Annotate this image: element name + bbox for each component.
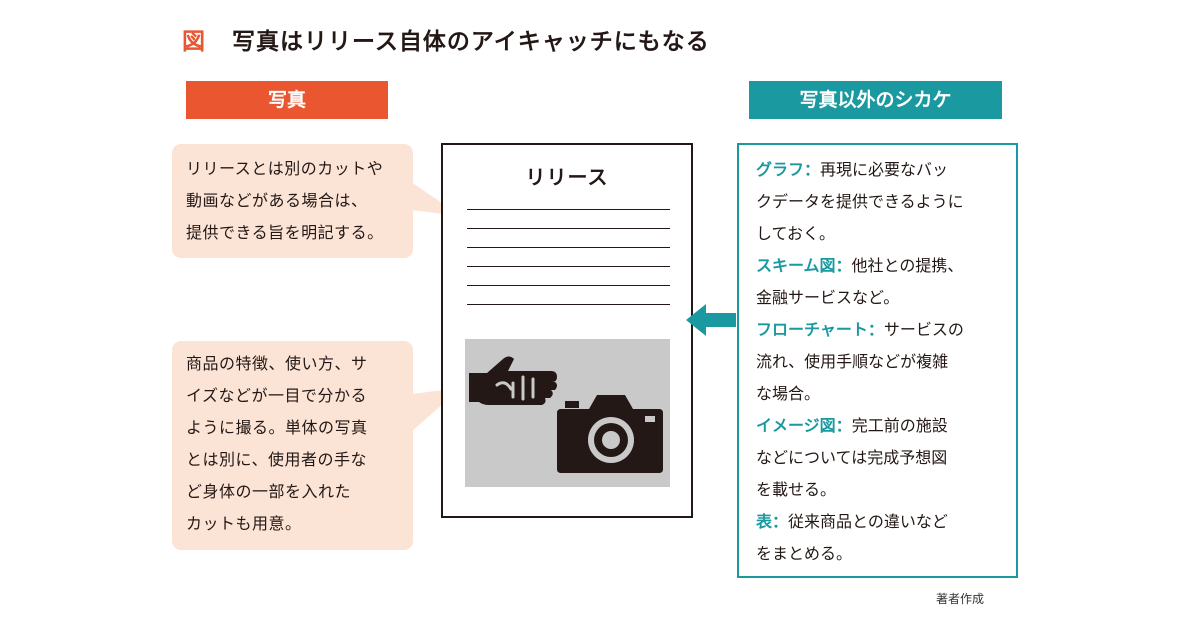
callout-top-line: 提供できる旨を明記する。	[186, 223, 384, 242]
document-text-line	[467, 209, 670, 210]
info-line: グラフ：再現に必要なバッ	[756, 154, 1016, 186]
figure-title-text: 写真はリリース自体のアイキャッチにもなる	[232, 29, 710, 55]
document-text-line	[467, 247, 670, 248]
info-term: フローチャート：	[756, 320, 884, 339]
info-term: グラフ：	[756, 160, 821, 179]
callout-bottom-line: ど身体の一部を入れた	[186, 482, 352, 501]
info-term: 表：	[756, 512, 789, 531]
callout-bottom-line: とは別に、使用者の手な	[186, 450, 368, 469]
info-text: 流れ、使用手順などが複雑	[756, 352, 949, 371]
info-text: しておく。	[756, 224, 836, 243]
header-photo: 写真	[186, 81, 388, 119]
non-photo-list: グラフ：再現に必要なバッ クデータを提供できるように しておく。 スキーム図：他…	[737, 143, 1018, 578]
callout-top-line: 動画などがある場合は、	[186, 191, 368, 210]
arrow-left-icon	[686, 304, 736, 336]
callout-bottom-line: 商品の特徴、使い方、サ	[186, 354, 368, 373]
info-text: 再現に必要なバッ	[820, 160, 949, 179]
info-text: サービスの	[883, 320, 964, 339]
info-line: 表：従来商品との違いなど	[756, 506, 1016, 538]
info-line: をまとめる。	[756, 538, 1016, 570]
info-text: をまとめる。	[756, 544, 853, 563]
info-term: スキーム図：	[756, 256, 852, 275]
info-line: などについては完成予想図	[756, 442, 1016, 474]
credit-note: 著者作成	[936, 592, 985, 606]
header-non-photo: 写真以外のシカケ	[749, 81, 1002, 119]
info-line: スキーム図：他社との提携、	[756, 250, 1016, 282]
info-line: フローチャート：サービスの	[756, 314, 1016, 346]
document-photo	[465, 339, 670, 487]
camera-icon	[557, 395, 663, 473]
callout-bottom-line: イズなどが一目で分かる	[186, 386, 368, 405]
info-text: 従来商品との違いなど	[788, 512, 948, 531]
info-term: イメージ図：	[756, 416, 852, 435]
info-line: イメージ図：完工前の施設	[756, 410, 1016, 442]
info-line: 金融サービスなど。	[756, 282, 1016, 314]
document-text-line	[467, 228, 670, 229]
document-text-line	[467, 285, 670, 286]
info-line: しておく。	[756, 218, 1016, 250]
release-document: リリース	[441, 143, 693, 518]
info-text: 他社との提携、	[851, 256, 964, 275]
hand-icon	[469, 356, 557, 405]
document-text-line	[467, 304, 670, 305]
callout-bottom-line: カットも用意。	[186, 514, 302, 533]
info-text: な場合。	[756, 384, 821, 403]
info-text: 金融サービスなど。	[756, 288, 900, 307]
info-line: クデータを提供できるように	[756, 186, 1016, 218]
figure-label: 図	[182, 29, 206, 55]
info-text: を載せる。	[756, 480, 837, 499]
info-text: などについては完成予想図	[756, 448, 948, 467]
info-line: を載せる。	[756, 474, 1016, 506]
info-text: クデータを提供できるように	[756, 192, 964, 211]
info-text: 完工前の施設	[851, 416, 948, 435]
callout-bottom: 商品の特徴、使い方、サ イズなどが一目で分かる ように撮る。単体の写真 とは別に…	[172, 341, 413, 550]
document-text-line	[467, 266, 670, 267]
callout-top-line: リリースとは別のカットや	[186, 159, 384, 178]
figure-title: 図写真はリリース自体のアイキャッチにもなる	[182, 22, 710, 56]
callout-top: リリースとは別のカットや 動画などがある場合は、 提供できる旨を明記する。	[172, 144, 413, 258]
document-title: リリース	[525, 165, 609, 189]
info-line: な場合。	[756, 378, 1016, 410]
callout-bottom-line: ように撮る。単体の写真	[186, 418, 368, 437]
info-line: 流れ、使用手順などが複雑	[756, 346, 1016, 378]
